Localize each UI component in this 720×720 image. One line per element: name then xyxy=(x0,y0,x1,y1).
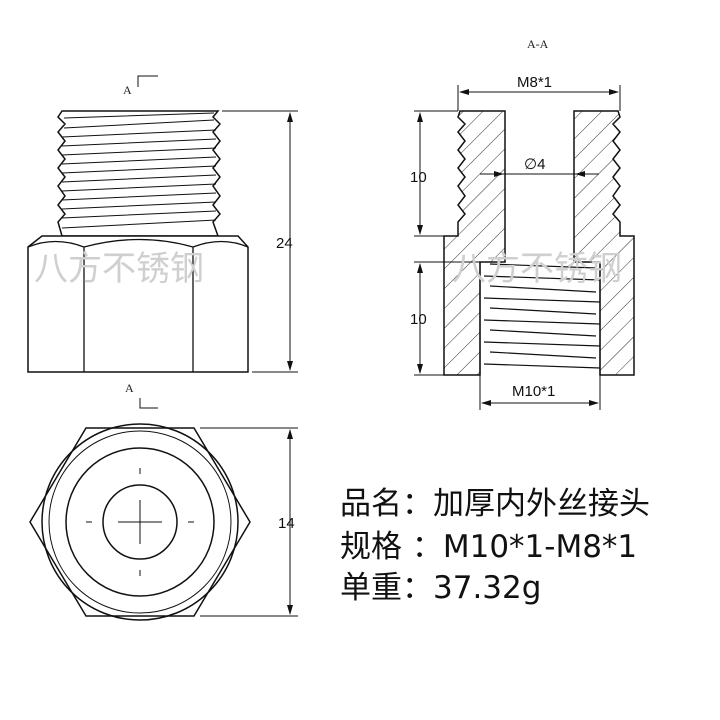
bore-dimension: ∅4 xyxy=(524,156,545,173)
lower-length-dimension: 10 xyxy=(410,311,427,328)
spec-row-size: 规格 ：M10*1-M8*1 xyxy=(340,521,637,566)
upper-length-dimension: 10 xyxy=(410,169,427,186)
hex-outline xyxy=(29,427,251,617)
top-thread-dimension: M8*1 xyxy=(517,74,552,91)
watermark: 八方不锈钢 xyxy=(34,249,204,289)
side-view xyxy=(27,75,298,409)
height-dimension: 24 xyxy=(276,235,293,252)
section-label-bottom: A xyxy=(125,381,134,395)
spec-value: 加厚内外丝接头 xyxy=(433,486,650,522)
section-label-top: A xyxy=(123,83,132,97)
spec-value: M10*1-M8*1 xyxy=(442,529,638,565)
spec-value: 37.32g xyxy=(433,570,542,606)
internal-thread xyxy=(479,262,601,375)
external-thread xyxy=(57,110,222,237)
section-view xyxy=(414,85,635,410)
spec-label: 品名： xyxy=(340,486,433,522)
front-view xyxy=(29,423,298,621)
spec-row-name: 品名：加厚内外丝接头 xyxy=(340,478,650,523)
bottom-thread-dimension: M10*1 xyxy=(512,383,555,400)
watermark: 八方不锈钢 xyxy=(452,249,622,289)
spec-label: 单重： xyxy=(340,570,433,606)
spec-label: 规格 ： xyxy=(340,529,443,565)
spec-row-weight: 单重：37.32g xyxy=(340,562,541,607)
width-dimension: 14 xyxy=(278,515,295,532)
section-title: A-A xyxy=(527,37,549,51)
